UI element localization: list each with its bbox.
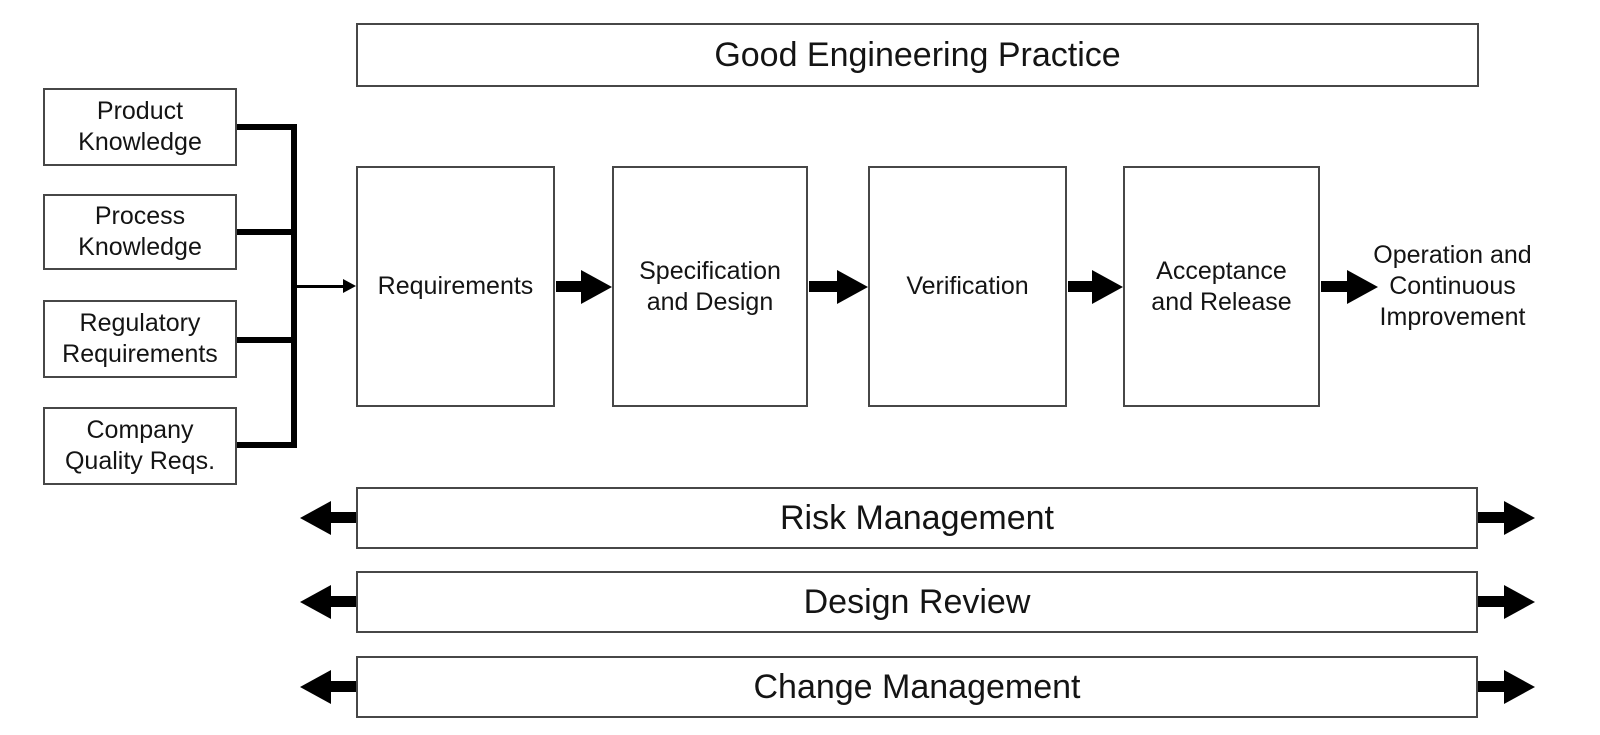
connector-trunk	[291, 124, 297, 448]
connector-stub-product	[237, 124, 294, 130]
process-box-label: Acceptance and Release	[1151, 256, 1292, 316]
risk-left-arrow-shaft	[331, 512, 356, 523]
design-right-arrow-shaft	[1478, 596, 1504, 607]
process-box-label: Requirements	[377, 272, 534, 300]
connector-stub-company	[237, 442, 294, 448]
flow-arrow-1-head-icon	[581, 270, 612, 304]
process-box-verification: Verification	[868, 166, 1067, 407]
design-left-arrow-shaft	[331, 596, 356, 607]
process-box-label: Specification and Design	[639, 256, 781, 316]
input-box-process-knowledge: Process Knowledge	[43, 194, 237, 270]
flow-arrow-4-head-icon	[1347, 270, 1378, 304]
support-bar-label: Design Review	[803, 583, 1031, 621]
support-bar-label: Risk Management	[779, 499, 1054, 537]
flow-arrow-1-shaft	[556, 281, 581, 292]
gep-banner-label: Good Engineering Practice	[714, 36, 1121, 74]
process-box-requirements: Requirements	[356, 166, 555, 407]
risk-right-arrow-head-icon	[1504, 501, 1535, 535]
support-bar-change-management: Change Management	[356, 656, 1478, 718]
process-box-acceptance-and-release: Acceptance and Release	[1123, 166, 1320, 407]
risk-left-arrow-head-icon	[300, 501, 331, 535]
process-box-specification-and-design: Specification and Design	[612, 166, 808, 407]
design-left-arrow-head-icon	[300, 585, 331, 619]
connector-stub-process	[237, 229, 294, 235]
change-right-arrow-head-icon	[1504, 670, 1535, 704]
gep-banner: Good Engineering Practice	[356, 23, 1479, 87]
input-box-label: Regulatory Requirements	[62, 309, 218, 368]
connector-stub-regulatory	[237, 337, 294, 343]
input-box-product-knowledge: Product Knowledge	[43, 88, 237, 166]
risk-right-arrow-shaft	[1478, 512, 1504, 523]
flow-arrow-3-shaft	[1068, 281, 1092, 292]
design-right-arrow-head-icon	[1504, 585, 1535, 619]
input-box-company-quality-reqs: Company Quality Reqs.	[43, 407, 237, 485]
input-box-label: Process Knowledge	[78, 202, 202, 261]
flow-arrow-4-shaft	[1321, 281, 1347, 292]
input-box-label: Company Quality Reqs.	[64, 416, 216, 475]
merge-arrow-head-icon	[343, 279, 356, 293]
support-bar-design-review: Design Review	[356, 571, 1478, 633]
input-box-regulatory-requirements: Regulatory Requirements	[43, 300, 237, 378]
change-right-arrow-shaft	[1478, 681, 1504, 692]
support-bar-risk-management: Risk Management	[356, 487, 1478, 549]
flow-arrow-2-head-icon	[837, 270, 868, 304]
merge-arrow-shaft	[296, 285, 343, 288]
change-left-arrow-shaft	[331, 681, 356, 692]
process-box-label: Verification	[906, 272, 1029, 300]
output-label: Operation and Continuous Improvement	[1373, 241, 1532, 331]
change-left-arrow-head-icon	[300, 670, 331, 704]
input-box-label: Product Knowledge	[78, 97, 202, 156]
flow-arrow-2-shaft	[809, 281, 837, 292]
support-bar-label: Change Management	[753, 668, 1081, 706]
flow-arrow-3-head-icon	[1092, 270, 1123, 304]
